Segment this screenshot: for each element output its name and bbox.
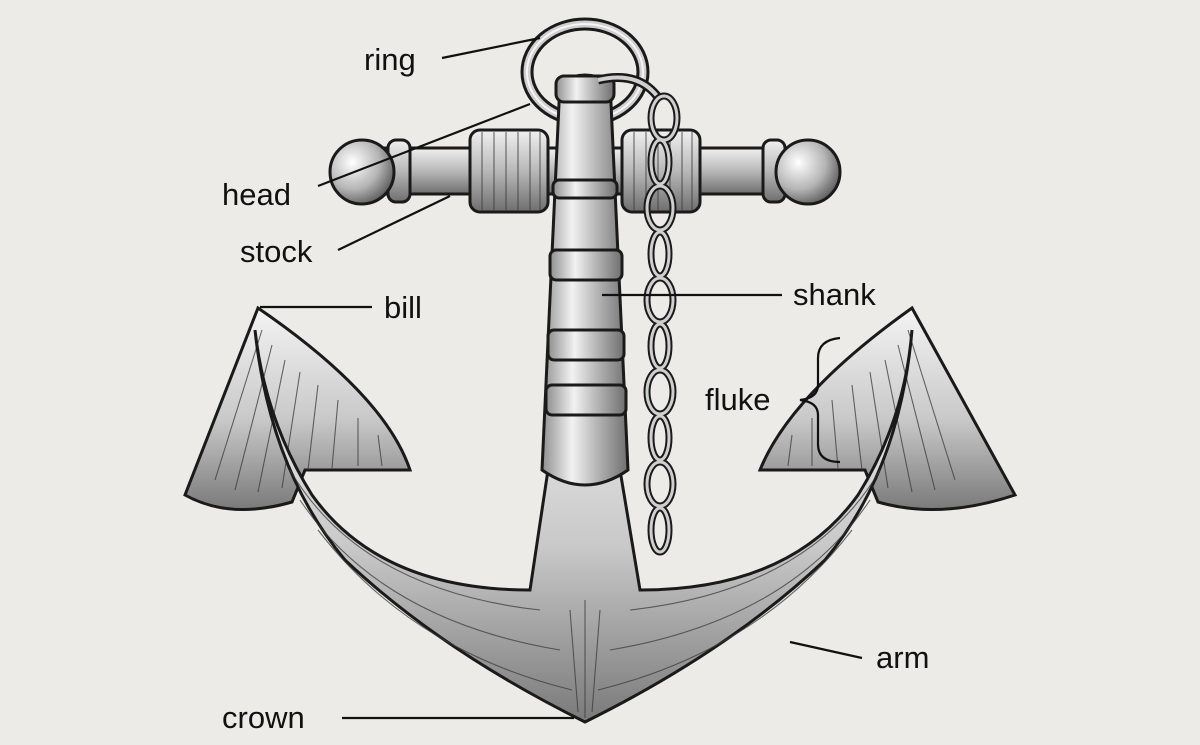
leader-arm	[789, 640, 863, 660]
right-fluke-shape	[757, 305, 1018, 512]
shank-part	[540, 73, 630, 487]
arms-part	[183, 305, 1018, 724]
chain-part	[596, 73, 681, 556]
label-arm: arm	[876, 640, 929, 675]
leader-ring	[441, 36, 541, 60]
label-stock: stock	[240, 234, 313, 269]
label-bill: bill	[384, 290, 422, 325]
leader-head	[317, 102, 531, 188]
shank-collar-2	[548, 248, 624, 282]
label-fluke: fluke	[705, 382, 770, 417]
stock-part	[328, 128, 842, 214]
label-ring: ring	[364, 42, 416, 77]
fluke-brace	[799, 336, 841, 464]
leader-lines	[260, 36, 863, 720]
left-fluke-shape	[183, 305, 413, 511]
stock-band-left	[468, 128, 550, 214]
leader-stock	[337, 195, 451, 251]
label-shank: shank	[793, 277, 876, 312]
shank-collar-3	[546, 328, 626, 362]
label-head: head	[222, 177, 291, 212]
stock-end-left	[328, 138, 396, 206]
label-crown: crown	[222, 700, 305, 735]
arm-curve	[253, 329, 914, 724]
shank-collar-4	[544, 383, 628, 417]
stock-band-right	[620, 128, 702, 214]
shank-collar-1	[551, 178, 619, 200]
stock-end-right	[774, 138, 842, 206]
